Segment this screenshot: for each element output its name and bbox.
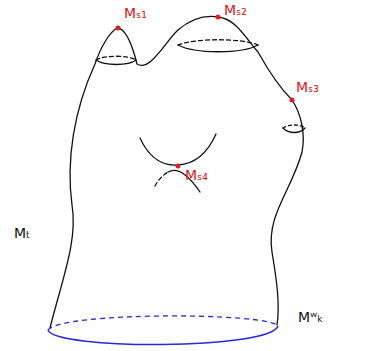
- point-label: Mₛ₄: [185, 168, 208, 182]
- cap-3-upper: [283, 125, 305, 128]
- cap-1-lower: [96, 60, 136, 65]
- point-label: Mₛ₂: [224, 3, 247, 17]
- point-label: Mₛ₁: [124, 6, 147, 20]
- critical-point: [216, 15, 221, 20]
- point-label: Mₛ₃: [296, 80, 319, 94]
- boundary-label: Mʷₖ: [298, 310, 323, 324]
- cap-2-upper: [178, 40, 258, 45]
- cap-2-lower: [178, 45, 258, 52]
- manifold-outline: [50, 16, 303, 328]
- cap-1-upper: [96, 56, 136, 60]
- handle-upper: [140, 134, 216, 165]
- cap-3-lower: [283, 128, 305, 133]
- boundary-upper: [48, 316, 278, 330]
- boundary-lower: [48, 326, 278, 345]
- manifold-label: Mₜ: [14, 226, 30, 240]
- critical-point: [290, 98, 295, 103]
- handle-lower-dashed: [155, 172, 168, 186]
- critical-point: [116, 26, 121, 31]
- critical-point: [176, 164, 181, 169]
